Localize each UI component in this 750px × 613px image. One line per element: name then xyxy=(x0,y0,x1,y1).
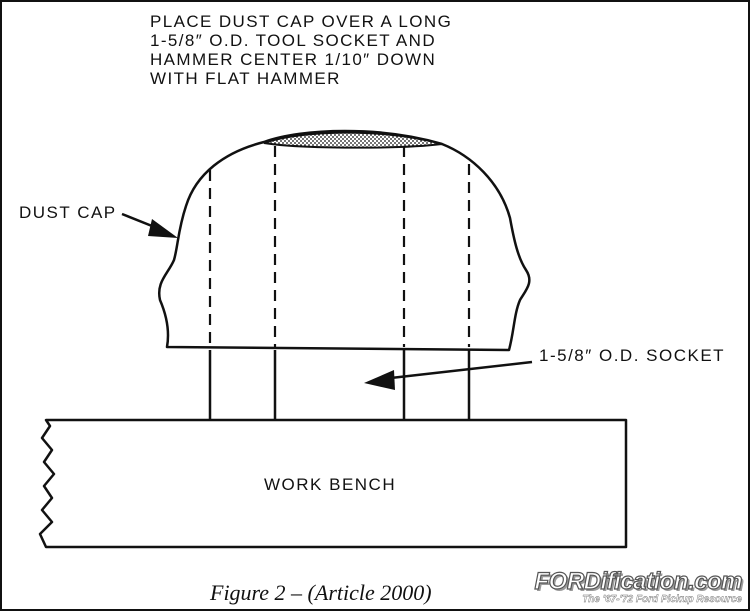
socket-label: 1-5/8″ O.D. SOCKET xyxy=(539,346,725,365)
work-bench-label: WORK BENCH xyxy=(264,475,396,494)
hammer-area xyxy=(263,131,443,149)
instruction-line: 1-5/8″ O.D. TOOL SOCKET AND xyxy=(150,31,436,50)
dust-cap-outline xyxy=(157,129,531,352)
instruction-line: HAMMER CENTER 1/10″ DOWN xyxy=(150,50,437,69)
socket-arrow xyxy=(364,360,533,390)
dust-cap-arrow xyxy=(121,212,178,238)
watermark-tagline: The '67-'72 Ford Pickup Resource xyxy=(582,594,742,605)
work-bench xyxy=(38,418,628,549)
instruction-text: PLACE DUST CAP OVER A LONG 1-5/8″ O.D. T… xyxy=(150,12,452,88)
instruction-line: PLACE DUST CAP OVER A LONG xyxy=(150,12,453,31)
instruction-line: WITH FLAT HAMMER xyxy=(150,69,341,88)
watermark-name: FORDification.com xyxy=(534,568,743,595)
site-watermark: FORDification.com The '67-'72 Ford Picku… xyxy=(534,568,743,605)
dust-cap-label: DUST CAP xyxy=(19,203,117,222)
figure-caption: Figure 2 – (Article 2000) xyxy=(210,580,432,605)
